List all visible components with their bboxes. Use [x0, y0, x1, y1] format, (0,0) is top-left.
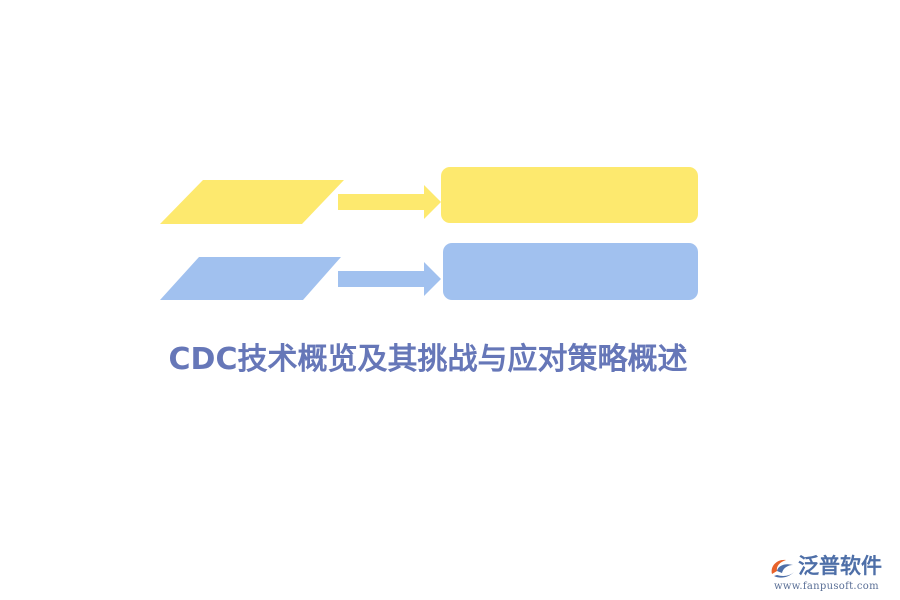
brand-url: www.fanpusoft.com	[774, 581, 879, 592]
row2-parallelogram	[160, 257, 341, 300]
fanpu-swirl-logo-icon	[771, 559, 794, 578]
row1-arrow	[338, 185, 441, 219]
row2-box	[443, 243, 698, 300]
brand-logo: 泛普软件 www.fanpusoft.com	[768, 552, 894, 596]
page-title: CDC技术概览及其挑战与应对策略概述	[168, 342, 688, 377]
row1-parallelogram	[160, 180, 344, 224]
brand-name: 泛普软件	[798, 554, 882, 578]
row1-box	[441, 167, 698, 223]
row2-arrow	[338, 262, 441, 296]
